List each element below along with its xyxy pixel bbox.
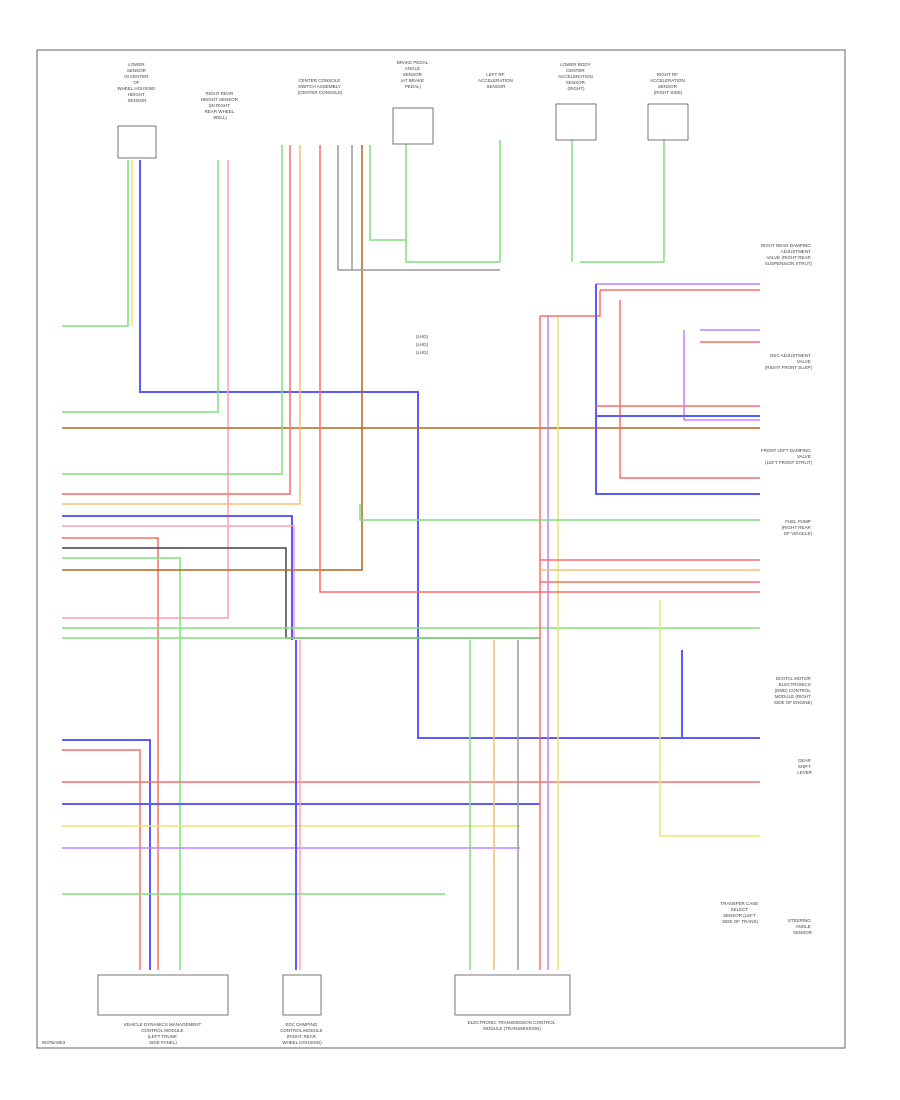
wire-red <box>62 537 159 970</box>
wire-layer <box>62 140 760 970</box>
vehicle-dynamics-module-box <box>97 974 229 1016</box>
wire-red <box>62 145 291 495</box>
center-note: (LHD) <box>416 350 429 355</box>
right-component-label: FUEL PUMP (RIGHT REAR OF VEHICLE) <box>782 519 813 536</box>
bottom-module-boxes <box>97 974 571 1016</box>
transmission-module-box <box>454 974 571 1016</box>
wire-green <box>62 557 181 970</box>
right-side-labels: RIGHT REAR DAMPING ADJUSTMENT VALVE (RIG… <box>720 243 812 935</box>
right-component-label: DIGITAL MOTOR ELECTRONICS (DME) CONTROL … <box>774 676 813 705</box>
right-component-label: FRONT LEFT DAMPING VALVE (LEFT FRONT STR… <box>761 448 813 465</box>
wire-blue <box>595 284 760 495</box>
diagram-frame <box>36 49 846 1049</box>
right-component-label: DSC ADJUSTMENT VALVE (RIGHT FRONT SUSP) <box>765 353 813 370</box>
center-note: (LHD) <box>416 334 429 339</box>
top-module-label: LOWER BODY CENTER ACCELERATION SENSOR (R… <box>558 62 594 91</box>
bottom-module-label: VEHICLE DYNAMICS MANAGEMENT CONTROL MODU… <box>124 1022 203 1045</box>
wire-green <box>580 140 665 263</box>
wire-pink <box>62 160 229 619</box>
wire-gray <box>337 145 500 271</box>
wire-red <box>62 749 141 970</box>
right-component-label: TRANSFER CASE SELECT SENSOR (LEFT SIDE O… <box>720 901 759 924</box>
top-module-boxes <box>117 103 689 159</box>
right-component-label: RIGHT REAR DAMPING ADJUSTMENT VALVE (RIG… <box>761 243 813 266</box>
wire-red <box>540 290 601 317</box>
wire-orange <box>62 145 301 505</box>
edc-damping-module-box <box>282 974 322 1016</box>
top-module-label: LEFT RF ACCELERATION SENSOR <box>478 72 514 89</box>
right-component-label: STEERING ANGLE SENSOR <box>788 918 813 935</box>
center-console-switch-box <box>392 107 434 145</box>
wire-green <box>369 145 406 241</box>
wire-violet <box>683 330 760 421</box>
right-component-label: GEAR SHIFT LEVER <box>797 758 813 775</box>
center-notes: (LHD) (LHD) (LHD) <box>416 334 429 355</box>
wire-green <box>62 160 219 413</box>
height-sensor-box <box>117 125 157 159</box>
wire-pink <box>62 525 295 640</box>
wire-green <box>359 504 760 521</box>
wire-red <box>319 145 760 593</box>
wire-blue <box>62 739 151 970</box>
top-module-labels: LOWER SENSOR IN CENTER OF WHEEL HOUSING … <box>117 60 686 120</box>
wire-blue <box>139 160 760 739</box>
wire-black <box>62 547 540 639</box>
wire-green <box>405 140 501 263</box>
top-module-label: CENTER CONSOLE SWITCH ASSEMBLY (CENTER C… <box>298 78 343 95</box>
wire-brown <box>62 145 363 571</box>
wire-yellow <box>659 600 760 837</box>
bottom-module-label: EDC DAMPING CONTROL MODULE (RIGHT REAR W… <box>280 1022 324 1045</box>
top-module-label: RIGHT RF ACCELERATION SENSOR (RIGHT SIDE… <box>650 72 686 95</box>
top-module-label: LOWER SENSOR IN CENTER OF WHEEL HOUSING … <box>117 62 156 103</box>
center-note: (LHD) <box>416 342 429 347</box>
bottom-module-label: ELECTRONIC TRANSMISSION CONTROL MODULE (… <box>468 1020 557 1031</box>
wire-green <box>62 145 283 475</box>
wire-red <box>619 300 760 479</box>
wire-blue <box>62 515 293 640</box>
top-module-label: BRAKE PEDAL ANGLE SENSOR (AT BRAKE PEDAL… <box>397 60 429 89</box>
sheet-id: W37BA8E3 <box>42 1040 66 1045</box>
lower-accel-sensor-box <box>555 103 597 141</box>
bottom-module-labels: VEHICLE DYNAMICS MANAGEMENT CONTROL MODU… <box>124 1020 557 1045</box>
top-module-label: RIGHT REAR HEIGHT SENSOR (IN RIGHT REAR … <box>201 91 239 120</box>
wire-green <box>62 160 129 327</box>
right-accel-sensor-box <box>647 103 689 141</box>
